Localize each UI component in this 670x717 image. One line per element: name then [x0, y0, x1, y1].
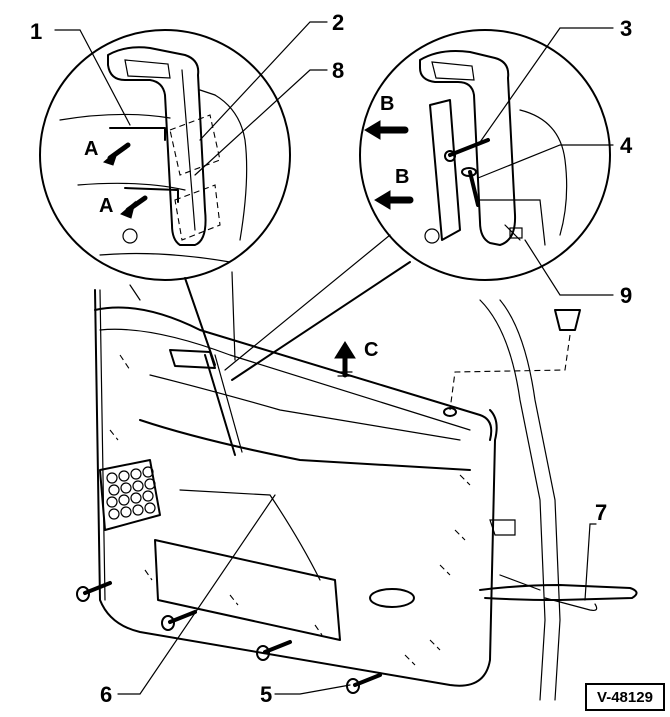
callout-2: 2: [332, 10, 344, 35]
reference-code: V-48129: [597, 688, 653, 706]
direction-label-a-upper: A: [84, 138, 98, 160]
direction-label-a-lower: A: [99, 195, 113, 217]
callout-7: 7: [595, 500, 607, 525]
callout-3: 3: [620, 16, 632, 41]
callout-4: 4: [620, 133, 633, 158]
direction-label-b-upper: B: [380, 93, 394, 115]
left-detail-view: A A: [39, 29, 291, 366]
pry-tool: [479, 574, 638, 611]
callout-1: 1: [30, 19, 42, 44]
direction-label-b-lower: B: [395, 166, 409, 188]
right-detail-view: B B: [224, 29, 611, 381]
callout-6: 6: [100, 682, 112, 707]
callout-9: 9: [620, 283, 632, 308]
screws: [76, 581, 382, 694]
door-trim-panel: C: [94, 284, 581, 701]
callout-5: 5: [260, 682, 272, 707]
leader-lines: [54, 21, 614, 695]
speaker-grille: [106, 466, 156, 520]
callout-8: 8: [332, 58, 344, 83]
reference-code-box: V-48129: [585, 683, 665, 711]
direction-label-c: C: [364, 339, 378, 361]
